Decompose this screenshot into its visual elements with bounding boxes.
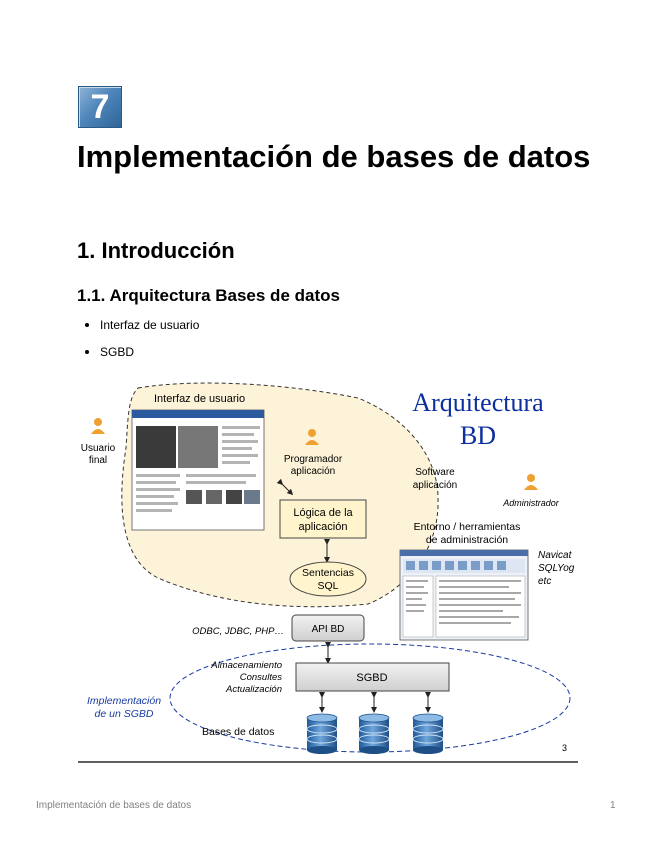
bullet-list: Interfaz de usuario SGBD [84, 317, 199, 371]
user-interface-label: Interfaz de usuario [154, 393, 245, 405]
tools-label-line3: etc [538, 576, 551, 587]
logic-label-line1: Lógica de la [293, 507, 353, 519]
administrator-label: Administrador [502, 498, 560, 508]
end-user-label-line2: final [89, 455, 107, 466]
programmer-label-line1: Programador [284, 454, 343, 465]
chapter-number-badge: 7 [78, 86, 122, 128]
list-item: SGBD [84, 344, 199, 371]
database-icon [359, 714, 389, 754]
chapter-number: 7 [91, 88, 110, 127]
sql-label-line1: Sentencias [302, 567, 354, 579]
diagram-title-line2: BD [460, 421, 496, 450]
tools-label-line2: SQLYog [538, 563, 575, 574]
administrator-icon [524, 474, 538, 490]
queries-label: Consultes [240, 672, 282, 683]
diagram-title-line1: Arquitectura [412, 388, 544, 417]
subsection-heading: 1.1. Arquitectura Bases de datos [77, 286, 340, 306]
architecture-diagram: Interfaz de usuario Usuario final Progra… [78, 378, 578, 764]
software-label-line1: Software [415, 467, 455, 478]
connectors-label: ODBC, JDBC, PHP… [192, 626, 284, 637]
end-user-label-line1: Usuario [81, 443, 116, 454]
end-user-icon [91, 418, 105, 434]
sql-label-line2: SQL [317, 580, 338, 592]
environment-label-line1: Entorno / herramientas [414, 521, 521, 533]
footer-page-number: 1 [610, 800, 616, 811]
environment-label-line2: de administración [426, 534, 508, 546]
implementation-label-line2: de un SGBD [95, 708, 154, 720]
web-page-screenshot [132, 410, 264, 530]
software-label-line2: aplicación [413, 480, 457, 491]
footer-text: Implementación de bases de datos [36, 800, 191, 811]
storage-label: Almacenamiento [210, 660, 282, 671]
database-icon [307, 714, 337, 754]
update-label: Actualización [225, 684, 282, 695]
dbms-label: SGBD [356, 672, 387, 684]
api-label: API BD [312, 624, 345, 635]
programmer-label-line2: aplicación [291, 466, 335, 477]
list-item: Interfaz de usuario [84, 317, 199, 344]
tools-label-line1: Navicat [538, 550, 573, 561]
slide-number: 3 [562, 743, 567, 753]
admin-tool-screenshot [400, 550, 528, 640]
database-icon [413, 714, 443, 754]
logic-label-line2: aplicación [299, 521, 348, 533]
chapter-title: Implementación de bases de datos [77, 138, 597, 176]
section-heading: 1. Introducción [77, 238, 235, 264]
databases-label: Bases de datos [202, 726, 274, 738]
implementation-label-line1: Implementación [87, 695, 161, 707]
